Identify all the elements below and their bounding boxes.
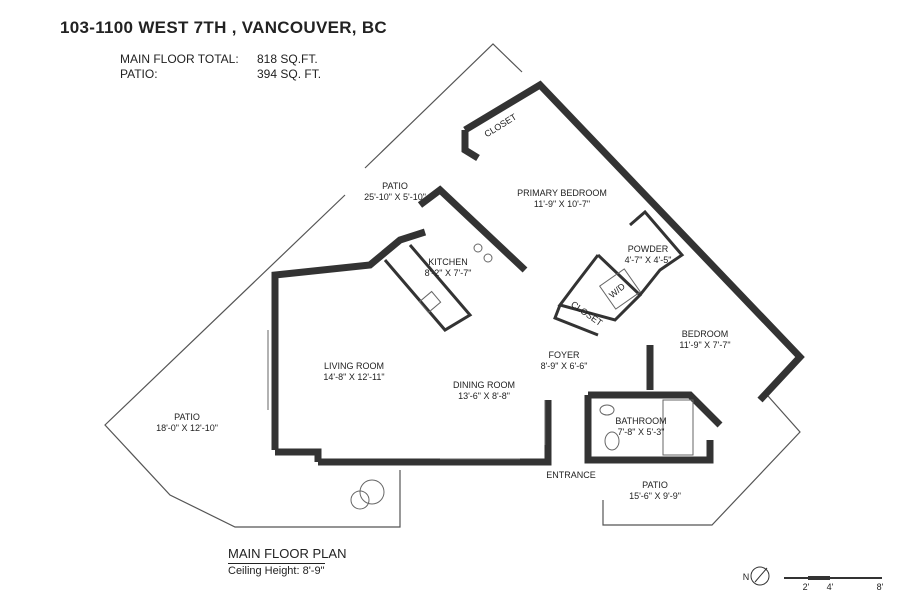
closet-mid-name: CLOSET (569, 299, 605, 328)
north-needle (754, 567, 768, 583)
living-room-dims: 14'-8" X 12'-11" (323, 372, 384, 382)
wall-primary-left (461, 130, 480, 161)
bedroom-name: BEDROOM (682, 329, 729, 339)
plant (350, 490, 370, 510)
bath-sink (599, 404, 615, 416)
foyer-dims: 8'-9" X 6'-6" (541, 361, 588, 371)
main-floor-row: MAIN FLOOR TOTAL: 818 SQ.FT. (120, 52, 321, 67)
main-floor-value: 818 SQ.FT. (257, 52, 318, 66)
wall-kitchen-right (417, 185, 528, 273)
wall-living-top (271, 228, 427, 450)
wall-left-bottom (275, 448, 322, 462)
powder-dims: 4'-7" X 4'-5" (625, 255, 672, 265)
plan-title: MAIN FLOOR PLAN (228, 546, 347, 561)
dining-room-name: DINING ROOM (453, 380, 515, 390)
kitchen-sink (418, 290, 442, 314)
patio-outlines (104, 43, 801, 528)
exterior-walls (271, 80, 805, 466)
wall-bedroom-top (463, 80, 805, 403)
bedroom-dims: 11'-9" X 7'-7" (679, 340, 730, 350)
ceiling-height: Ceiling Height: 8'-9" (228, 563, 325, 577)
wall-bath-box (584, 395, 714, 464)
wall-closet-lower (553, 304, 599, 337)
area-summary: MAIN FLOOR TOTAL: 818 SQ.FT. PATIO: 394 … (120, 52, 321, 82)
bathtub (662, 399, 694, 456)
wall-main-bottom (318, 400, 552, 466)
wall-bath-top (588, 391, 723, 428)
room-labels: PATIO 25'-10" X 5'-10" PRIMARY BEDROOM 1… (156, 111, 731, 501)
north-arrow-icon (750, 566, 770, 586)
patio-left-rail (104, 194, 401, 528)
patio-bottom-rail (602, 395, 801, 526)
patio-label: PATIO: (120, 67, 158, 81)
dining-room-dims: 13'-6" X 8'-8" (458, 391, 510, 401)
scale-legend: N 2' 4' 8' (743, 566, 884, 592)
north-label: N (743, 572, 750, 582)
fixtures (267, 243, 694, 510)
washer-dryer (598, 268, 642, 310)
kitchen-dims: 8'-2" X 7'-7" (425, 268, 472, 278)
patio-row: PATIO: 394 SQ. FT. (120, 67, 321, 82)
interior-walls (383, 209, 685, 337)
scale-tick: 4' (827, 582, 834, 592)
primary-bedroom-name: PRIMARY BEDROOM (517, 188, 607, 198)
primary-bedroom-dims: 11'-9" X 10'-7" (534, 199, 590, 209)
patio-value: 394 SQ. FT. (257, 67, 322, 81)
main-floor-label: MAIN FLOOR TOTAL: (120, 52, 239, 66)
scale-tick: 2' (803, 582, 810, 592)
stove-burner (483, 253, 493, 263)
wall-powder (629, 209, 685, 296)
scale-tick: 8' (877, 582, 884, 592)
bathroom-name: BATHROOM (615, 416, 666, 426)
plant (359, 479, 385, 505)
kitchen-name: KITCHEN (428, 257, 468, 267)
entrance-name: ENTRANCE (546, 470, 596, 480)
scale-segment (808, 576, 830, 580)
patio-top-name: PATIO (382, 181, 408, 191)
address-title: 103-1100 WEST 7TH , VANCOUVER, BC (60, 18, 388, 37)
patio-top-rail (364, 43, 523, 169)
bathroom-dims: 7'-8" X 5'-3" (618, 427, 665, 437)
wd-name: W/D (607, 281, 627, 300)
wall-wd-closet (557, 253, 643, 322)
toilet (604, 431, 620, 451)
patio-top-dims: 25'-10" X 5'-10" (364, 192, 426, 202)
patio-left-name: PATIO (174, 412, 200, 422)
living-room-name: LIVING ROOM (324, 361, 384, 371)
foyer-name: FOYER (548, 350, 580, 360)
wall-kitchen-counter (383, 244, 473, 332)
patio-bottom-dims: 15'-6" X 9'-9" (629, 491, 681, 501)
patio-bottom-name: PATIO (642, 480, 668, 490)
powder-name: POWDER (628, 244, 669, 254)
patio-left-dims: 18'-0" X 12'-10" (156, 423, 218, 433)
stove-burner (473, 243, 483, 253)
